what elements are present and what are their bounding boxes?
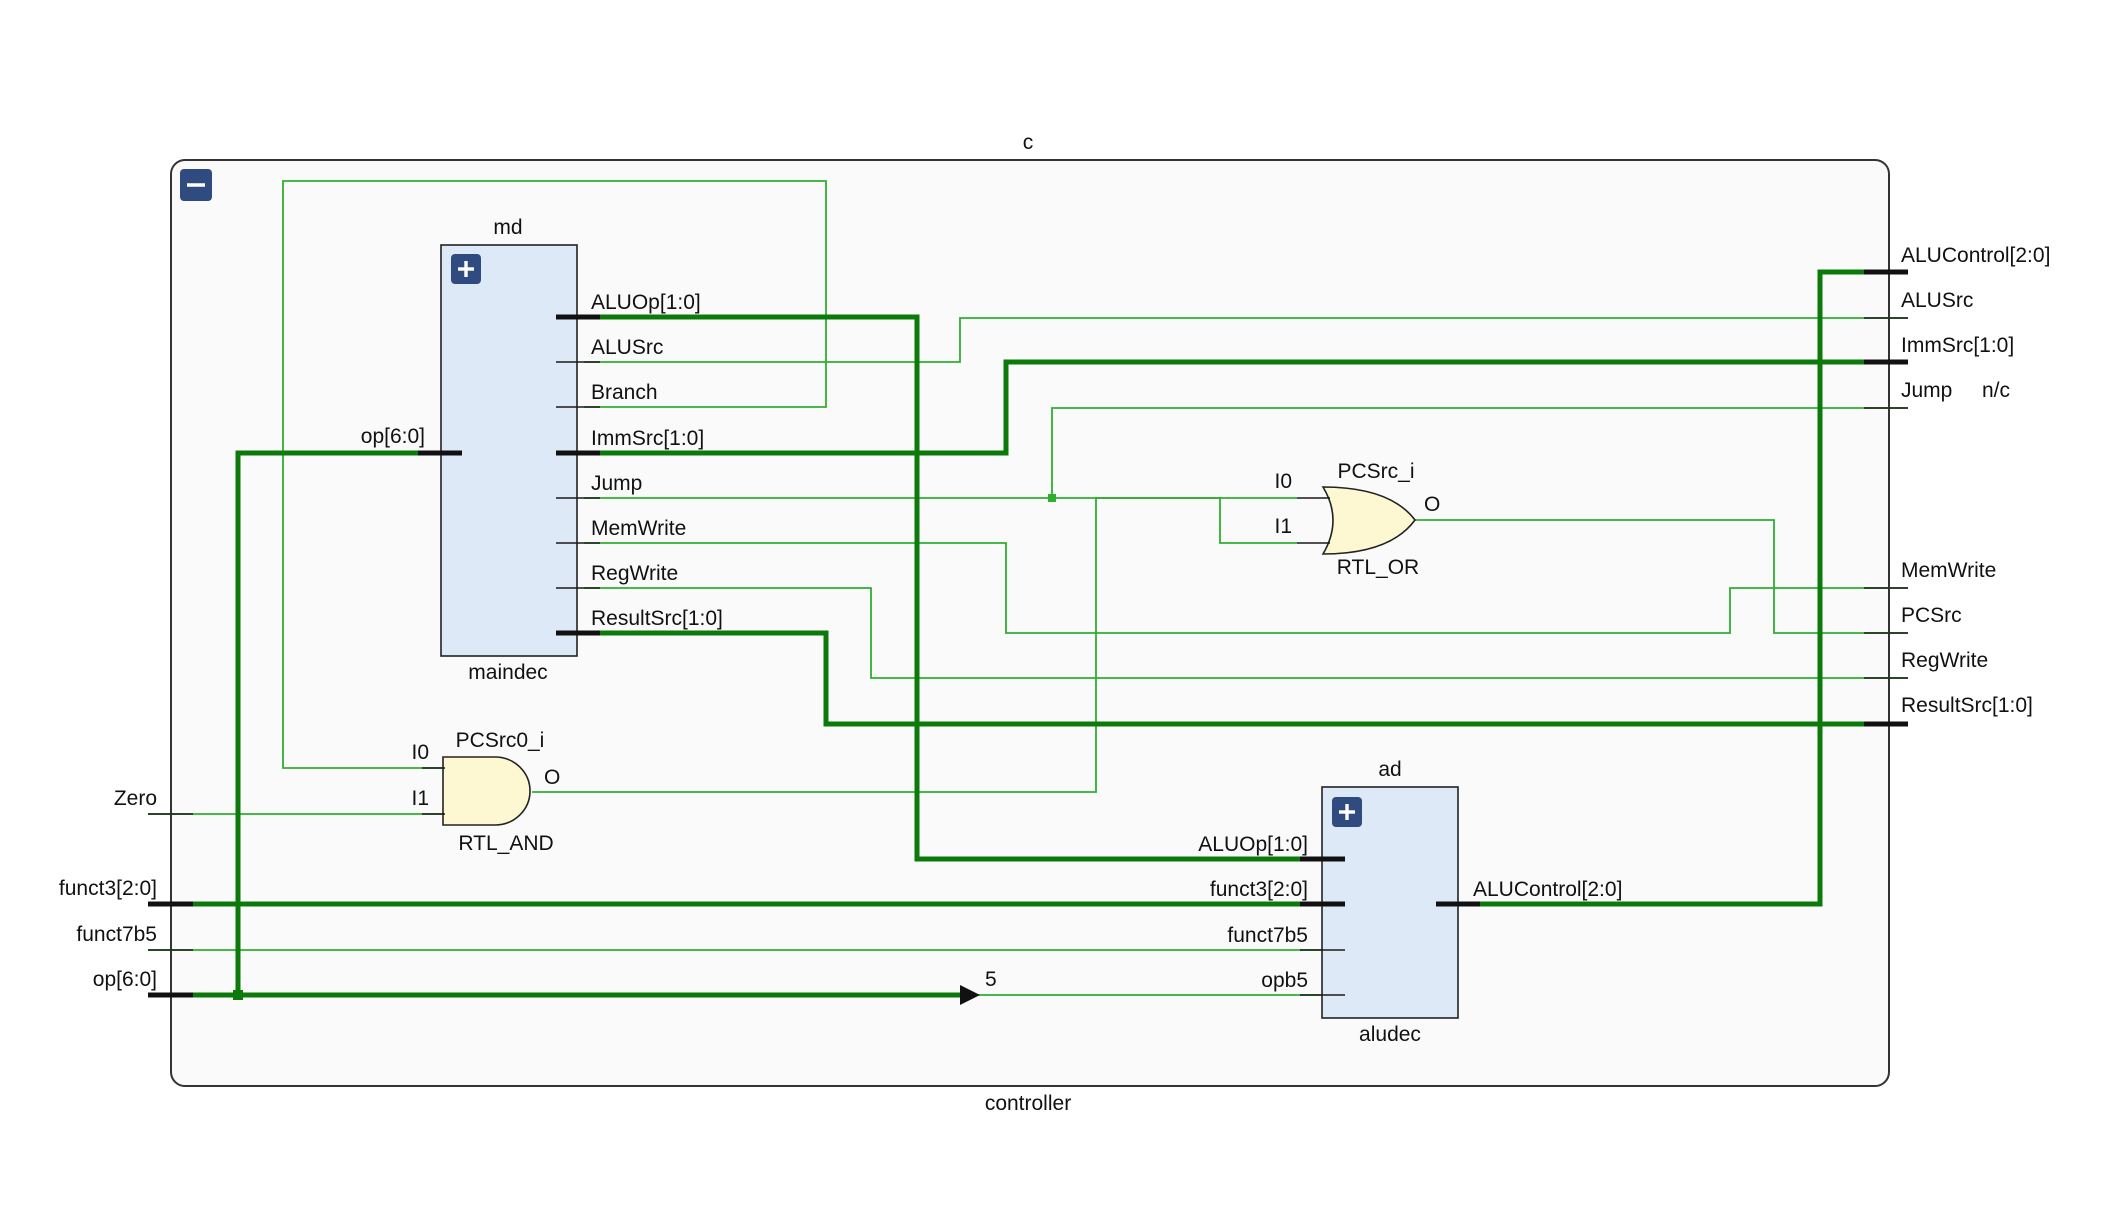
- maindec-module-name: maindec: [468, 661, 547, 684]
- maindec-cell[interactable]: md maindec op[6:0] ALUOp[1:0] ALUSrc Bra…: [361, 216, 723, 684]
- port-pcsrc[interactable]: PCSrc: [1901, 604, 1962, 627]
- port-zero[interactable]: Zero: [114, 787, 157, 810]
- and-gate-pin-i1: I1: [411, 787, 429, 810]
- controller-frame[interactable]: [170, 159, 1890, 1087]
- wire-branch[interactable]: [282, 180, 827, 769]
- maindec-box[interactable]: [440, 244, 578, 657]
- wire-memwrite[interactable]: [584, 542, 1908, 634]
- bit-select-arrow: [960, 985, 980, 1005]
- bus-resultsrc[interactable]: [584, 630, 1908, 727]
- input-ports: Zero funct3[2:0] funct7b5 op[6:0]: [59, 787, 193, 998]
- maindec-pin-regwrite: RegWrite: [591, 562, 678, 585]
- junction-jump: [1048, 494, 1056, 502]
- bus-aluop[interactable]: [584, 314, 1345, 862]
- junction-op: [233, 990, 243, 1000]
- aludec-module-name: aludec: [1359, 1023, 1421, 1046]
- wire-regwrite[interactable]: [584, 587, 1908, 679]
- or-gate-pin-i0: I0: [1274, 470, 1292, 493]
- port-jump[interactable]: Jump: [1901, 379, 1952, 402]
- aludec-pin-opb5: opb5: [1261, 969, 1308, 992]
- bit-select-label: 5: [985, 968, 997, 991]
- wire-pcsrc0[interactable]: [532, 497, 1297, 793]
- and-gate-pin-i0: I0: [411, 741, 429, 764]
- aludec-pin-aluop: ALUOp[1:0]: [1198, 833, 1308, 856]
- aludec-pin-funct7b5: funct7b5: [1227, 924, 1308, 947]
- top-module-name: controller: [985, 1092, 1071, 1115]
- aludec-instance-name: ad: [1378, 758, 1401, 781]
- and-gate-instance: PCSrc0_i: [456, 729, 545, 752]
- port-funct3[interactable]: funct3[2:0]: [59, 877, 157, 900]
- aludec-pin-funct3: funct3[2:0]: [1210, 878, 1308, 901]
- port-regwrite[interactable]: RegWrite: [1901, 649, 1988, 672]
- wire-alusrc[interactable]: [584, 317, 1908, 363]
- maindec-pin-alusrc: ALUSrc: [591, 336, 663, 359]
- maindec-pin-immsrc: ImmSrc[1:0]: [591, 427, 704, 450]
- port-funct7b5[interactable]: funct7b5: [76, 923, 157, 946]
- maindec-pin-op: op[6:0]: [361, 425, 425, 448]
- or-gate-body[interactable]: [1321, 486, 1416, 555]
- port-immsrc[interactable]: ImmSrc[1:0]: [1901, 334, 2014, 357]
- maindec-pin-memwrite: MemWrite: [591, 517, 686, 540]
- maindec-instance-name: md: [493, 216, 522, 239]
- port-jump-nc: n/c: [1982, 379, 2010, 402]
- or-gate-pin-i1: I1: [1274, 515, 1292, 538]
- port-alucontrol[interactable]: ALUControl[2:0]: [1901, 244, 2050, 267]
- port-memwrite[interactable]: MemWrite: [1901, 559, 1996, 582]
- top-instance-name: c: [1023, 131, 1034, 154]
- or-gate-type: RTL_OR: [1337, 556, 1419, 579]
- and-gate-type: RTL_AND: [458, 832, 553, 855]
- aludec-pin-alucontrol: ALUControl[2:0]: [1473, 878, 1622, 901]
- maindec-pin-branch: Branch: [591, 381, 658, 404]
- wire-jump-out[interactable]: [1051, 407, 1908, 498]
- maindec-pin-jump: Jump: [591, 472, 642, 495]
- maindec-expand-button[interactable]: [451, 254, 481, 284]
- collapse-button[interactable]: [180, 169, 212, 201]
- or-gate-pin-o: O: [1424, 493, 1440, 516]
- and-gate-body[interactable]: [442, 756, 531, 826]
- bus-immsrc[interactable]: [584, 359, 1908, 456]
- or-gate-instance: PCSrc_i: [1337, 460, 1414, 483]
- or-gate[interactable]: PCSrc_i I0 I1 O RTL_OR: [1274, 460, 1440, 579]
- output-ports: ALUControl[2:0] ALUSrc ImmSrc[1:0] Jump …: [1864, 244, 2050, 727]
- maindec-pin-resultsrc: ResultSrc[1:0]: [591, 607, 723, 630]
- aludec-cell[interactable]: ad aludec ALUOp[1:0] funct3[2:0] funct7b…: [1198, 758, 1622, 1046]
- maindec-pin-aluop: ALUOp[1:0]: [591, 291, 701, 314]
- port-op[interactable]: op[6:0]: [93, 968, 157, 991]
- port-resultsrc[interactable]: ResultSrc[1:0]: [1901, 694, 2033, 717]
- and-gate-pin-o: O: [544, 766, 560, 789]
- aludec-expand-button[interactable]: [1332, 797, 1362, 827]
- and-gate[interactable]: PCSrc0_i I0 I1 O RTL_AND: [411, 729, 560, 855]
- port-alusrc[interactable]: ALUSrc: [1901, 289, 1973, 312]
- bus-op-maindec[interactable]: [235, 450, 462, 995]
- wire-pcsrc[interactable]: [1415, 519, 1908, 634]
